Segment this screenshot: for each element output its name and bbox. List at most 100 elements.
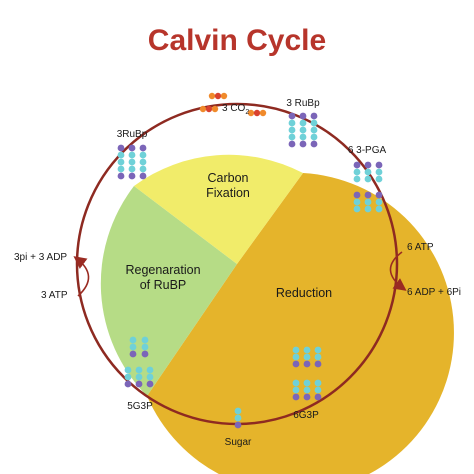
g3p-bottom-chain (292, 379, 300, 401)
molecule-bead (314, 379, 322, 387)
pga-chain (364, 191, 372, 213)
molecule-bead (303, 393, 311, 401)
co2-label: 3 CO2 (222, 103, 249, 116)
molecule-bead (303, 346, 311, 354)
co2-atom (220, 92, 228, 100)
co2-atom (247, 109, 255, 117)
molecule-bead (117, 165, 125, 173)
pga-label: 6 3-PGA (348, 145, 387, 156)
regeneration-label-line2: of RuBP (140, 278, 187, 292)
molecule-bead (310, 140, 318, 148)
molecule-bead (139, 165, 147, 173)
molecule-bead (292, 360, 300, 368)
molecule-bead (310, 112, 318, 120)
molecule-chains (117, 112, 383, 429)
molecule-bead (124, 380, 132, 388)
co2-atom (253, 109, 261, 117)
molecule-bead (353, 161, 361, 169)
molecule-bead (234, 407, 242, 415)
g3p-bottom-label: 6G3P (293, 410, 319, 421)
molecule-bead (128, 172, 136, 180)
molecule-bead (117, 172, 125, 180)
molecule-bead (124, 366, 132, 374)
regeneration-label-line1: Regenaration (125, 263, 200, 277)
molecule-bead (375, 198, 383, 206)
rubp-left-chain (117, 144, 125, 180)
molecule-bead (303, 360, 311, 368)
g3p-left-chain (129, 336, 137, 358)
molecule-bead (375, 175, 383, 183)
co2-atom (214, 92, 222, 100)
molecule-bead (310, 133, 318, 141)
molecule-bead (364, 198, 372, 206)
fixation-sector (134, 154, 303, 264)
g3p-bottom-chain (303, 346, 311, 368)
molecule-bead (292, 379, 300, 387)
molecule-bead (299, 126, 307, 134)
co2-atom (199, 105, 207, 113)
molecule-bead (117, 144, 125, 152)
reduction-label: Reduction (276, 286, 332, 300)
co2-atom (208, 92, 216, 100)
molecule-bead (129, 343, 137, 351)
fixation-label-line2: Fixation (206, 186, 250, 200)
molecule-bead (303, 386, 311, 394)
molecule-bead (303, 353, 311, 361)
molecule-bead (314, 386, 322, 394)
molecule-bead (124, 373, 132, 381)
molecule-bead (353, 205, 361, 213)
molecule-bead (141, 343, 149, 351)
molecule-bead (310, 126, 318, 134)
g3p-left-chain (146, 366, 154, 388)
molecule-bead (139, 144, 147, 152)
rubp-left-label: 3RuBp (117, 129, 148, 140)
sugar-chain (234, 407, 242, 429)
molecule-bead (234, 414, 242, 422)
g3p-bottom-chain (314, 379, 322, 401)
molecule-bead (288, 140, 296, 148)
molecule-bead (375, 168, 383, 176)
molecule-bead (135, 380, 143, 388)
molecule-bead (139, 151, 147, 159)
molecule-bead (292, 393, 300, 401)
molecule-bead (292, 346, 300, 354)
molecule-bead (353, 175, 361, 183)
g3p-bottom-chain (314, 346, 322, 368)
molecule-bead (299, 133, 307, 141)
molecule-bead (129, 350, 137, 358)
molecule-bead (364, 191, 372, 199)
molecule-bead (375, 161, 383, 169)
molecule-bead (375, 205, 383, 213)
molecule-bead (117, 151, 125, 159)
molecule-bead (314, 360, 322, 368)
molecule-bead (303, 379, 311, 387)
molecule-bead (139, 172, 147, 180)
fixation-label-line1: Carbon (208, 171, 249, 185)
molecule-bead (146, 380, 154, 388)
adp-out-left-label: 3pi + 3 ADP (14, 252, 67, 263)
molecule-bead (288, 126, 296, 134)
rubp-top-chain (299, 112, 307, 148)
molecule-bead (141, 350, 149, 358)
molecule-bead (288, 112, 296, 120)
molecule-bead (128, 151, 136, 159)
g3p-left-chain (124, 366, 132, 388)
g3p-left-chain (135, 366, 143, 388)
molecule-bead (288, 119, 296, 127)
pga-chain (353, 191, 361, 213)
molecule-bead (146, 373, 154, 381)
molecule-bead (139, 158, 147, 166)
molecule-bead (292, 353, 300, 361)
molecule-bead (292, 386, 300, 394)
molecule-bead (353, 198, 361, 206)
molecule-bead (129, 336, 137, 344)
molecule-bead (364, 175, 372, 183)
molecule-bead (314, 346, 322, 354)
molecule-bead (299, 119, 307, 127)
g3p-left-label: 5G3P (127, 401, 153, 412)
molecule-bead (299, 140, 307, 148)
molecule-bead (375, 191, 383, 199)
pga-chain (375, 161, 383, 183)
pga-chain (353, 161, 361, 183)
molecule-bead (310, 119, 318, 127)
